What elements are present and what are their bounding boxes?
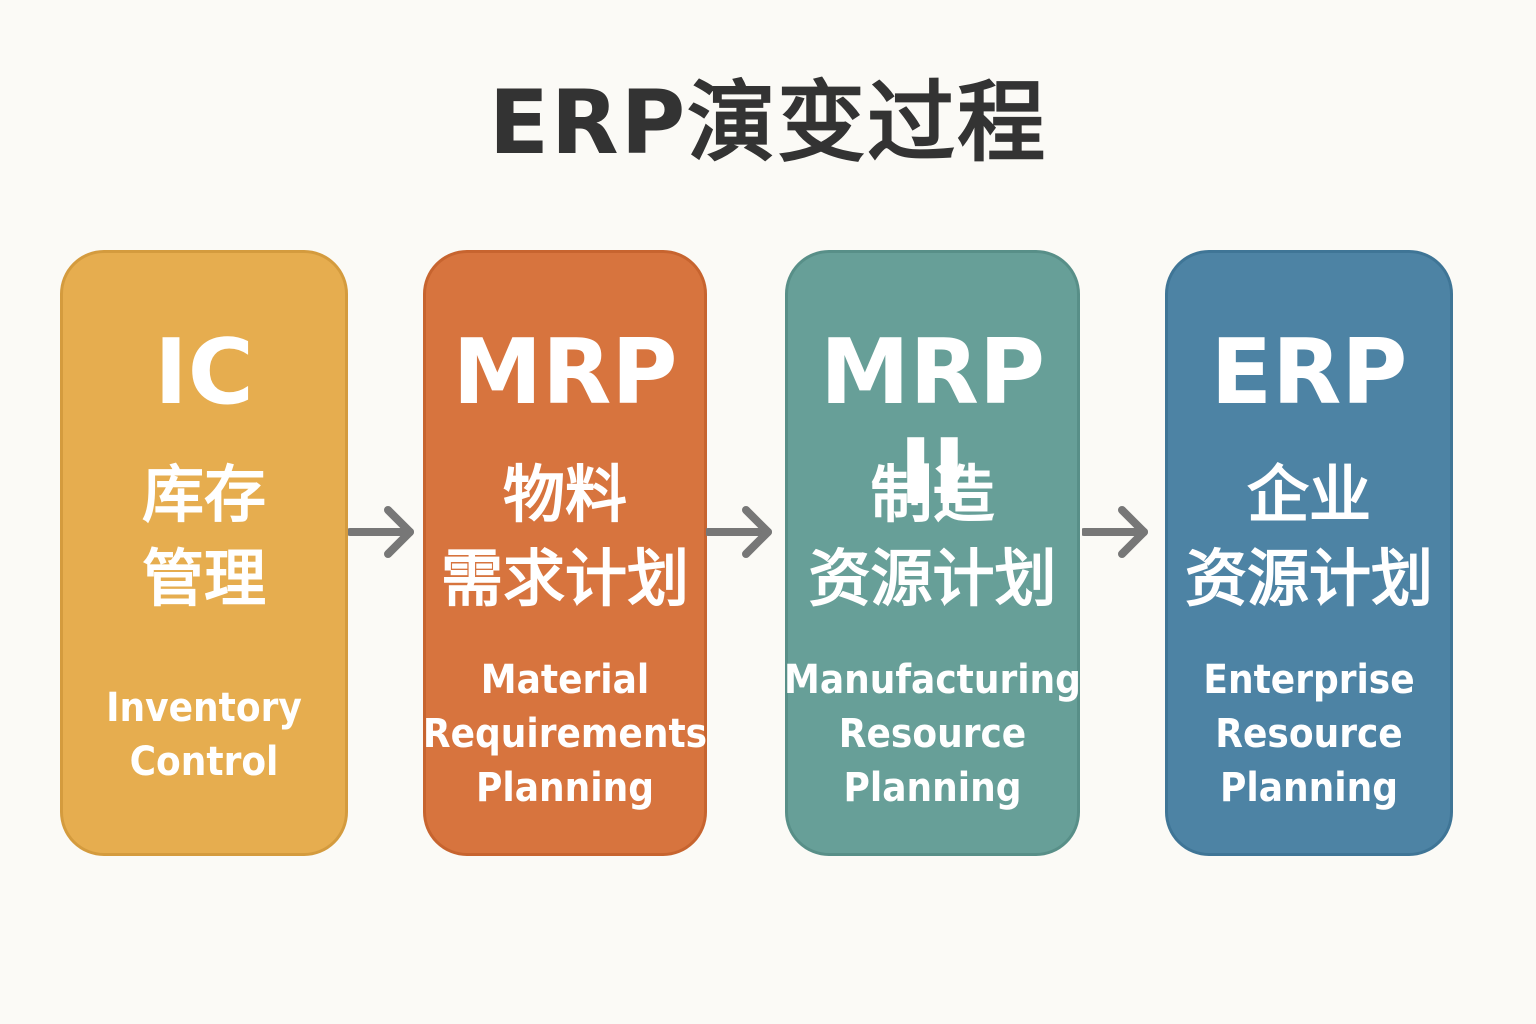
arrow-right-icon	[1082, 506, 1148, 558]
stage-erp: ERP 企业 资源计划 Enterprise Resource Planning	[1165, 250, 1453, 856]
arrow-right-icon	[348, 506, 414, 558]
stage-english-name: Manufacturing Resource Planning	[784, 657, 1081, 811]
stage-mrp: MRP 物料 需求计划 Material Requirements Planni…	[423, 250, 707, 856]
stage-ic: IC 库存 管理 Inventory Control	[60, 250, 348, 856]
stage-chinese-name: 制造 资源计划	[808, 458, 1057, 615]
stage-chinese-name: 库存 管理	[141, 458, 266, 615]
stage-english-name: Enterprise Resource Planning	[1203, 657, 1415, 811]
stage-mrp-ii: MRP II 制造 资源计划 Manufacturing Resource Pl…	[784, 250, 1081, 856]
arrow-right-icon	[706, 506, 772, 558]
stage-chinese-name: 企业 资源计划	[1184, 458, 1433, 615]
stage-chinese-name: 物料 需求计划	[440, 458, 689, 615]
diagram-title: ERP演变过程	[488, 71, 1048, 174]
stage-abbreviation: IC	[154, 320, 254, 425]
stage-abbreviation: MRP	[452, 320, 678, 425]
stage-abbreviation: ERP	[1210, 320, 1408, 425]
stage-english-name: Inventory Control	[106, 685, 302, 785]
stage-abbreviation: MRP II	[820, 320, 1045, 525]
stage-english-name: Material Requirements Planning	[422, 657, 708, 811]
